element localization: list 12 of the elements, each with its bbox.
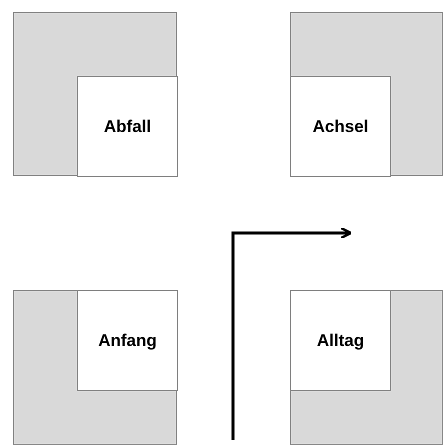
shaded-square — [290, 290, 443, 445]
label-box — [290, 76, 391, 177]
label-box — [77, 290, 178, 391]
box-label: Achsel — [312, 116, 368, 136]
shaded-square — [13, 290, 177, 445]
shaded-square — [290, 12, 443, 176]
box-label: Anfang — [98, 330, 157, 350]
shaded-square — [13, 12, 177, 176]
label-box — [290, 290, 391, 391]
label-box — [77, 76, 178, 177]
box-label: Abfall — [104, 116, 152, 136]
box-label: Alltag — [316, 330, 364, 350]
